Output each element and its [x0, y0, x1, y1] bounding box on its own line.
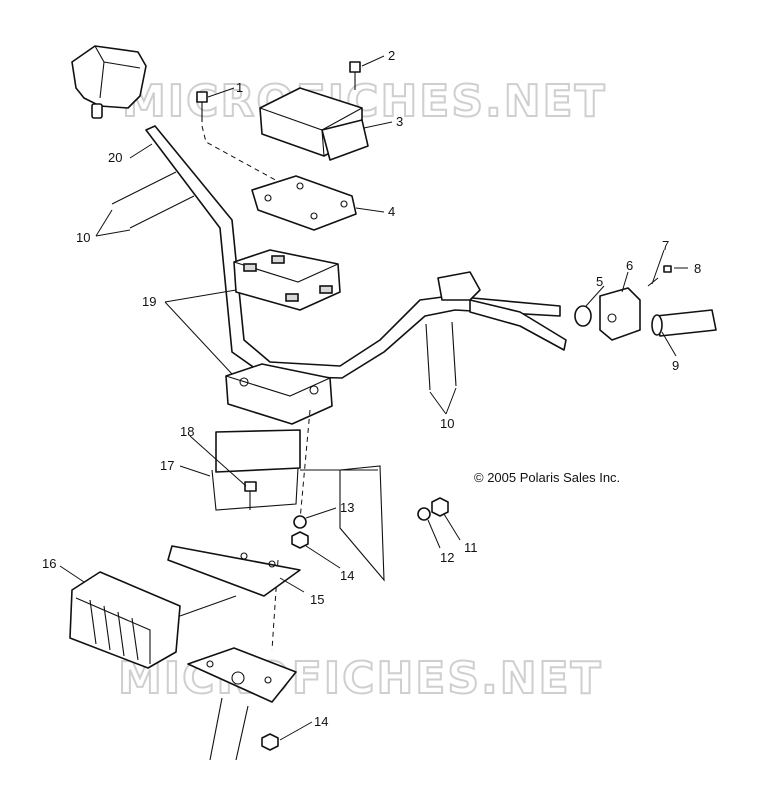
callout-17: 17 [160, 458, 174, 473]
callout-11: 11 [464, 540, 478, 555]
callout-10-right: 10 [440, 416, 454, 431]
assembly-line-lower [271, 559, 279, 651]
callout-15: 15 [310, 592, 324, 607]
cap-8 [663, 265, 672, 273]
brake-lever-assembly [437, 271, 567, 351]
washer-12 [417, 507, 431, 521]
callout-16: 16 [42, 556, 56, 571]
leader-lines [59, 55, 688, 741]
cable-ties-left [111, 171, 195, 229]
watermark-bottom: MICROFICHES.NET [118, 653, 603, 704]
callout-12: 12 [440, 550, 454, 565]
mounting-plate [251, 175, 357, 231]
copyright-text: © 2005 Polaris Sales Inc. [474, 470, 620, 485]
bolt-2 [349, 61, 361, 90]
assembly-line-post [299, 409, 311, 521]
callout-14-upper: 14 [340, 568, 354, 583]
handlebar [145, 125, 561, 379]
callout-3: 3 [396, 114, 403, 129]
lower-plate [187, 647, 297, 761]
nut-14 [291, 531, 309, 549]
callout-5: 5 [596, 274, 603, 289]
plate-bracket [211, 429, 385, 582]
watermark-top: MICROFICHES.NET [122, 76, 607, 127]
callout-1: 1 [236, 80, 243, 95]
callout-13: 13 [340, 500, 354, 515]
headlight-pod [71, 45, 147, 119]
callout-19: 19 [142, 294, 156, 309]
callout-18: 18 [180, 424, 194, 439]
upper-clamp [233, 249, 341, 311]
work-lamp [69, 571, 237, 669]
bolt-1 [196, 91, 208, 122]
hand-grip [651, 309, 717, 337]
throttle-spacer [574, 305, 592, 327]
callout-9: 9 [672, 358, 679, 373]
lower-clamp [225, 363, 333, 425]
nut-14-lower [261, 733, 279, 751]
handlebar-pad [259, 87, 369, 161]
washer-13 [293, 515, 307, 529]
callout-2: 2 [388, 48, 395, 63]
callout-10-left: 10 [76, 230, 90, 245]
nut-11 [431, 497, 449, 517]
cable-ties-right [425, 321, 457, 391]
callout-20: 20 [108, 150, 122, 165]
lamp-bracket [167, 545, 301, 597]
callout-14-lower: 14 [314, 714, 328, 729]
callout-8: 8 [694, 261, 701, 276]
callout-4: 4 [388, 204, 395, 219]
throttle-housing [599, 287, 641, 341]
callout-7: 7 [662, 238, 669, 253]
bolt-18 [244, 481, 257, 510]
callout-6: 6 [626, 258, 633, 273]
